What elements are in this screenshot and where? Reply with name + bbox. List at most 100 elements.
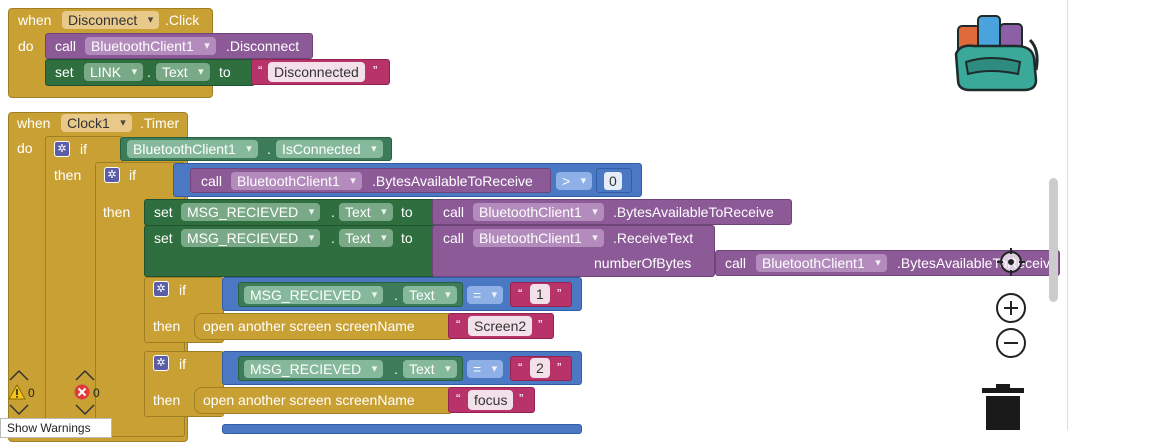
mutator-gear-icon[interactable]: ✲ — [153, 355, 169, 371]
component-dropdown-bt1[interactable]: BluetoothClient1 — [473, 229, 604, 247]
open-quote: “ — [518, 286, 523, 301]
dot-separator: . — [331, 204, 335, 220]
open-screen-block[interactable] — [194, 313, 452, 340]
property-dropdown-isconnected[interactable]: IsConnected — [276, 140, 383, 158]
component-dropdown-msg[interactable]: MSG_RECIEVED — [244, 360, 384, 378]
dot-separator: . — [331, 230, 335, 246]
close-quote: ” — [538, 317, 543, 332]
text-value-1[interactable]: 1 — [530, 284, 550, 304]
mutator-gear-icon[interactable]: ✲ — [153, 281, 169, 297]
warning-down-arrow-icon[interactable] — [8, 403, 30, 417]
method-label: .BytesAvailableToReceive — [613, 204, 774, 220]
if-label: if — [179, 356, 186, 372]
if-label: if — [179, 282, 186, 298]
text-value-disconnected[interactable]: Disconnected — [268, 62, 365, 82]
component-dropdown-bt1[interactable]: BluetoothClient1 — [756, 254, 887, 272]
screen-value-screen2[interactable]: Screen2 — [468, 316, 533, 336]
component-dropdown-clock1[interactable]: Clock1 — [61, 114, 132, 132]
component-dropdown-msg[interactable]: MSG_RECIEVED — [244, 286, 384, 304]
param-label: numberOfBytes — [594, 255, 692, 271]
call-label: call — [55, 38, 77, 54]
component-dropdown-bt1[interactable]: BluetoothClient1 — [473, 203, 604, 221]
when-label: when — [18, 12, 52, 28]
method-label: .BytesAvailableToReceive — [372, 173, 533, 189]
close-quote: ” — [557, 360, 562, 375]
to-label: to — [401, 230, 413, 246]
close-quote: ” — [373, 63, 378, 78]
component-dropdown-bt1[interactable]: BluetoothClient1 — [85, 37, 216, 55]
do-label: do — [18, 38, 34, 54]
warning-up-arrow-icon[interactable] — [8, 368, 30, 382]
call-label: call — [443, 230, 465, 246]
workspace-scrollbar[interactable] — [1049, 178, 1058, 302]
method-label: .Disconnect — [226, 38, 300, 54]
error-down-arrow-icon[interactable] — [74, 403, 96, 417]
then-label: then — [103, 204, 131, 220]
backpack-icon[interactable] — [950, 10, 1042, 92]
if-label: if — [80, 141, 87, 157]
dot-separator: . — [267, 141, 271, 157]
call-label: call — [725, 255, 747, 271]
show-warnings-button[interactable]: Show Warnings — [0, 418, 112, 438]
open-quote: “ — [258, 63, 263, 78]
open-quote: “ — [456, 317, 461, 332]
then-label: then — [54, 167, 82, 183]
to-label: to — [219, 64, 231, 80]
call-label: call — [443, 204, 465, 220]
operator-dropdown-eq[interactable]: = — [467, 286, 504, 304]
event-name-label: .Timer — [140, 115, 180, 131]
trash-icon[interactable] — [982, 384, 1024, 430]
recenter-icon[interactable] — [997, 248, 1025, 276]
mutator-gear-icon[interactable]: ✲ — [54, 141, 70, 157]
method-label: .BytesAvailableToReceive — [897, 255, 1058, 271]
component-dropdown-msg[interactable]: MSG_RECIEVED — [181, 229, 321, 247]
close-quote: ” — [557, 286, 562, 301]
component-dropdown-disconnect[interactable]: Disconnect — [62, 11, 160, 29]
zoom-out-icon[interactable] — [995, 327, 1027, 359]
open-screen-label: open another screen screenName — [203, 392, 415, 408]
dot-separator: . — [394, 361, 398, 377]
close-quote: ” — [519, 391, 524, 406]
call-label: call — [201, 173, 223, 189]
error-up-arrow-icon[interactable] — [74, 368, 96, 382]
warning-count: 0 — [28, 386, 35, 400]
error-count: 0 — [93, 386, 100, 400]
property-dropdown-text[interactable]: Text — [339, 229, 393, 247]
property-dropdown-text[interactable]: Text — [339, 203, 393, 221]
then-label: then — [153, 392, 181, 408]
panel-divider — [1067, 0, 1068, 430]
do-label: do — [17, 140, 33, 156]
property-dropdown-text[interactable]: Text — [403, 286, 457, 304]
set-link-text-block[interactable] — [45, 59, 255, 86]
component-dropdown-link[interactable]: LINK — [84, 63, 144, 81]
to-label: to — [401, 204, 413, 220]
open-quote: “ — [456, 391, 461, 406]
mutator-gear-icon[interactable]: ✲ — [104, 167, 120, 183]
open-screen-block[interactable] — [194, 387, 452, 414]
screen-value-focus[interactable]: focus — [468, 390, 514, 410]
warning-icon — [8, 384, 26, 400]
set-label: set — [55, 64, 74, 80]
component-dropdown-bt1[interactable]: BluetoothClient1 — [127, 140, 258, 158]
property-dropdown-text[interactable]: Text — [403, 360, 457, 378]
open-quote: “ — [518, 360, 523, 375]
if-label: if — [129, 167, 136, 183]
set-label: set — [154, 230, 173, 246]
operator-dropdown-gt[interactable]: > — [556, 172, 593, 190]
method-label: .ReceiveText — [613, 230, 694, 246]
number-value-0[interactable]: 0 — [604, 172, 622, 190]
dot-separator: . — [394, 287, 398, 303]
when-label: when — [17, 115, 51, 131]
dot-separator: . — [147, 64, 151, 80]
then-label: then — [153, 318, 181, 334]
open-screen-label: open another screen screenName — [203, 318, 415, 334]
text-value-2[interactable]: 2 — [530, 358, 550, 378]
zoom-in-icon[interactable] — [995, 292, 1027, 324]
operator-dropdown-eq[interactable]: = — [467, 360, 504, 378]
error-icon — [74, 384, 90, 400]
event-name-label: .Click — [165, 12, 200, 28]
set-label: set — [154, 204, 173, 220]
property-dropdown-text[interactable]: Text — [156, 63, 210, 81]
component-dropdown-msg[interactable]: MSG_RECIEVED — [181, 203, 321, 221]
component-dropdown-bt1[interactable]: BluetoothClient1 — [231, 172, 362, 190]
